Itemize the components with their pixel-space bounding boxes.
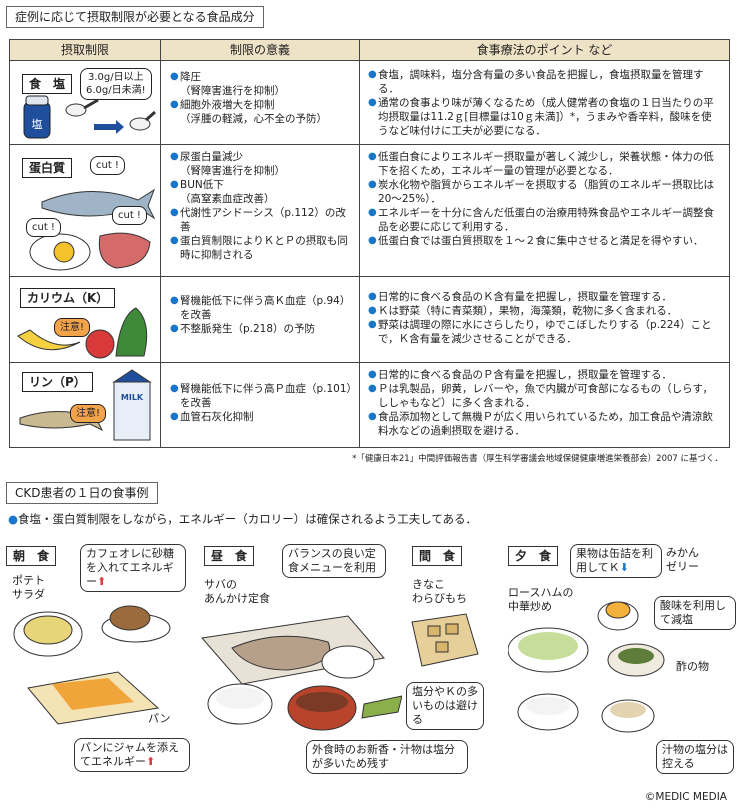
list-item: ●日常的に食べる食品のＰ含有量を把握し，摂取量を管理する．	[368, 369, 672, 381]
meaning-salt: ●降圧 （腎障害進行を抑制） ●細胞外液増大を抑制 （浮腫の軽減，心不全の予防）	[170, 70, 356, 126]
intro-bullet-icon: ●	[8, 512, 19, 526]
lunch-item-saba: サバの あんかけ定食	[204, 578, 270, 605]
breakfast-item-bread: パン	[148, 712, 171, 725]
list-item: ●低蛋白食によりエネルギー摂取量が著しく減少し，栄養状態・体力の低下を招くため，…	[368, 151, 714, 177]
restriction-table: 摂取制限 制限の意義 食事療法のポイント など 食 塩 3.0g/日以上 6.0…	[9, 39, 730, 448]
list-item: ●血管石灰化抑制	[170, 411, 254, 423]
header-points: 食事療法のポイント など	[360, 40, 729, 61]
points-phosphorus: ●日常的に食べる食品のＰ含有量を把握し，摂取量を管理する． ●Ｐは乳製品，卵黄，…	[368, 368, 722, 438]
footnote: *「健康日本21」中間評価報告書（厚生科学審議会地域保健健康増進栄養部会）200…	[352, 454, 723, 464]
salt-limit-bubble: 3.0g/日以上 6.0g/日未満!	[80, 68, 152, 100]
list-item: ●通常の食事より味が薄くなるため（成人健常者の食塩の１日当たりの平均摂取量は11…	[368, 97, 714, 137]
breakfast-item-potato-salad: ポテト サラダ	[12, 574, 45, 601]
milk-icon-label: MILK	[121, 393, 144, 402]
protein-cut-bubble-1: cut !	[90, 156, 125, 175]
salt-shaker-spoons-illustration: 塩	[23, 95, 156, 139]
list-item: ●腎機能低下に伴う高Ｐ血症（p.101）を改善	[170, 383, 352, 409]
lunch-illustration	[201, 615, 402, 731]
breakfast-illustration	[13, 605, 171, 725]
breakfast-callout-coffee: カフェオレに砂糖を入れてエネルギー⬆	[80, 544, 186, 592]
list-item: ●食塩，調味料，塩分含有量の多い食品を把握し，食塩摂取量を管理する．	[368, 69, 704, 95]
phosphorus-warning-bubble: 注意!	[70, 404, 107, 423]
down-arrow-icon: ⬇	[619, 561, 629, 574]
up-arrow-icon: ⬆	[97, 575, 107, 588]
list-item: ●尿蛋白量減少 （腎障害進行を抑制）	[170, 151, 285, 177]
breakfast-callout-jam: パンにジャムを添えてエネルギー⬆	[74, 738, 190, 772]
table-section-title: 症例に応じて摂取制限が必要となる食品成分	[6, 6, 264, 28]
meal-dinner-label: 夕 食	[508, 546, 559, 566]
dinner-item-mikan-jelly: みかん ゼリー	[666, 546, 699, 573]
meal-lunch-label: 昼 食	[204, 546, 255, 566]
list-item: ●腎機能低下に伴う高Ｋ血症（p.94）を改善	[170, 295, 351, 321]
list-item: ●食品添加物として無機Ｐが広く用いられているため，加工食品や清涼飲料水などの過剰…	[368, 411, 713, 437]
meal-breakfast-label: 朝 食	[6, 546, 57, 566]
protein-cut-bubble-2: cut !	[112, 206, 147, 225]
points-protein: ●低蛋白食によりエネルギー摂取量が著しく減少し，栄養状態・体力の低下を招くため，…	[368, 150, 722, 248]
salt-icon-label: 塩	[32, 117, 43, 131]
copyright: ©MEDIC MEDIA	[644, 791, 727, 803]
dinner-item-ham-stirfry: ロースハムの 中華炒め	[508, 586, 574, 613]
list-item: ●低蛋白食では蛋白質摂取を１～２食に集中させると満足を得やすい．	[368, 235, 704, 247]
list-item: ●野菜は調理の際に水にさらしたり，ゆでこぼしたりする（p.224）ことで，Ｋ含有…	[368, 319, 712, 345]
potassium-warning-bubble: 注意!	[54, 318, 91, 337]
list-item: ●細胞外液増大を抑制 （浮腫の軽減，心不全の予防）	[170, 99, 327, 125]
list-item: ●日常的に食べる食品のＫ含有量を把握し，摂取量を管理する．	[368, 291, 672, 303]
list-item: ●Ｋは野菜（特に青菜類），果物，海藻類，乾物に多く含まれる．	[368, 305, 678, 317]
lunch-callout-balanced: バランスの良い定食メニューを利用	[282, 544, 386, 578]
header-restriction: 摂取制限	[10, 40, 160, 61]
list-item: ●代謝性アシドーシス（p.112）の改善	[170, 207, 346, 233]
points-potassium: ●日常的に食べる食品のＫ含有量を把握し，摂取量を管理する． ●Ｋは野菜（特に青菜…	[368, 290, 722, 346]
diet-intro: ●食塩・蛋白質制限をしながら，エネルギー（カロリー）は確保されるよう工夫してある…	[8, 512, 478, 526]
meaning-protein: ●尿蛋白量減少 （腎障害進行を抑制） ●BUN低下 （高窒素血症改善） ●代謝性…	[170, 150, 356, 262]
protein-cut-bubble-3: cut !	[26, 218, 61, 237]
list-item: ●BUN低下 （高窒素血症改善）	[170, 179, 275, 205]
list-item: ●蛋白質制限によりＫとＰの摂取も同時に抑制される	[170, 235, 348, 261]
dinner-illustration	[508, 601, 665, 733]
dinner-callout-soup-salt: 汁物の塩分は控える	[656, 740, 734, 774]
row-label-potassium: カリウム（K）	[20, 288, 116, 308]
list-item: ●降圧 （腎障害進行を抑制）	[170, 71, 285, 97]
list-item: ●エネルギーを十分に含んだ低蛋白の治療用特殊食品やエネルギー調整食品を必要に応じ…	[368, 207, 714, 233]
header-meaning: 制限の意義	[161, 40, 359, 61]
row-label-protein: 蛋白質	[22, 158, 73, 178]
up-arrow-icon: ⬆	[146, 755, 156, 768]
lunch-callout-eating-out: 外食時のお新香・汁物は塩分が多いため残す	[306, 740, 468, 774]
meaning-phosphorus: ●腎機能低下に伴う高Ｐ血症（p.101）を改善 ●血管石灰化抑制	[170, 382, 356, 424]
meal-snack-label: 間 食	[412, 546, 463, 566]
row-label-salt: 食 塩	[22, 74, 73, 94]
snack-illustration	[411, 613, 479, 667]
row-label-phosphorus: リン（P）	[22, 372, 93, 392]
list-item: ●Ｐは乳製品，卵黄，レバーや，魚で内臓が可食部になるもの（しらす，ししゃもなど）…	[368, 383, 713, 409]
list-item: ●炭水化物や脂質からエネルギーを摂取する（脂質のエネルギー摂取比は20～25%）…	[368, 179, 714, 205]
snack-callout-avoid: 塩分やＫの多いものは避ける	[406, 682, 484, 730]
dinner-item-vinegared: 酢の物	[676, 660, 709, 673]
meaning-potassium: ●腎機能低下に伴う高Ｋ血症（p.94）を改善 ●不整脈発生（p.218）の予防	[170, 294, 356, 336]
dinner-callout-canned-fruit: 果物は缶詰を利用してＫ⬇	[570, 544, 662, 578]
list-item: ●不整脈発生（p.218）の予防	[170, 323, 316, 335]
banana-apple-greens-illustration	[17, 307, 148, 359]
diet-section-title: CKD患者の１日の食事例	[6, 482, 158, 504]
snack-item-warabimochi: きなこ わらびもち	[412, 578, 467, 605]
dinner-callout-acidity: 酸味を利用して減塩	[654, 596, 736, 630]
points-salt: ●食塩，調味料，塩分含有量の多い食品を把握し，食塩摂取量を管理する． ●通常の食…	[368, 68, 722, 138]
